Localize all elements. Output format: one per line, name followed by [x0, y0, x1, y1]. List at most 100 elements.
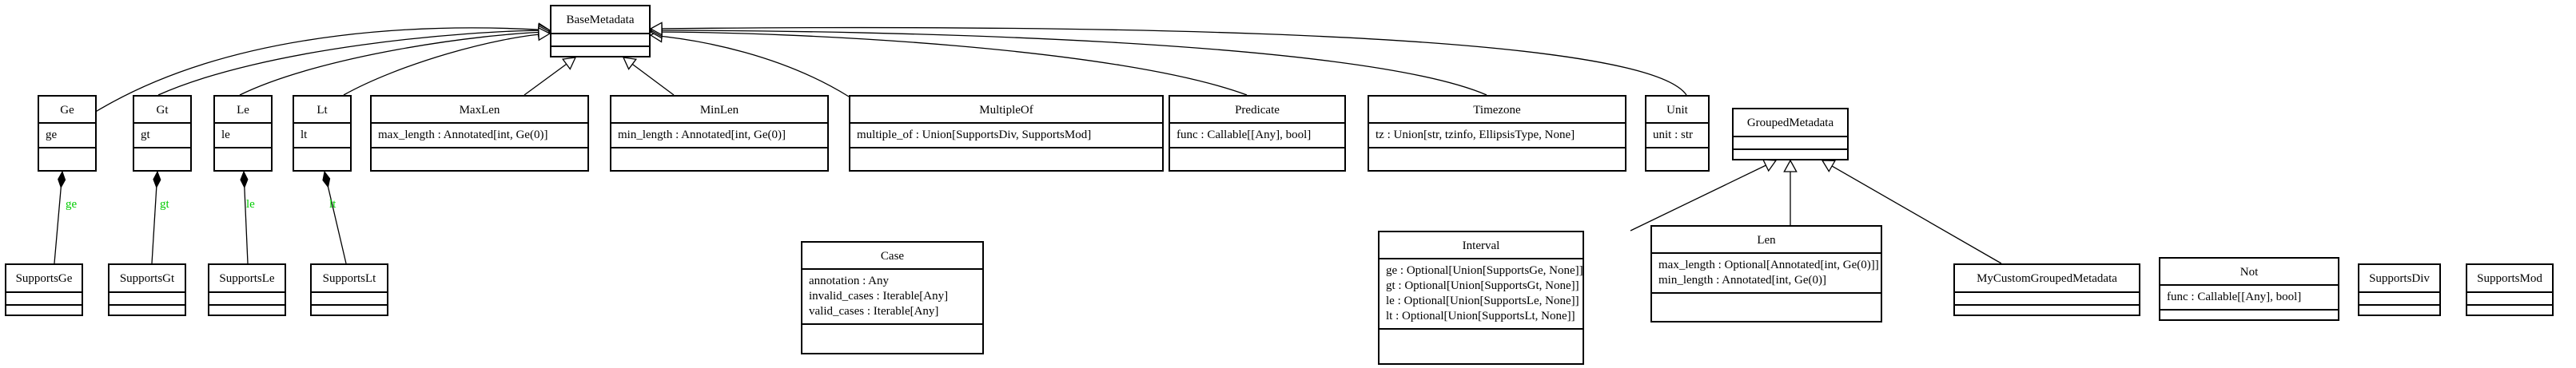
class-attributes — [2359, 291, 2439, 304]
class-attributes: gt — [134, 122, 190, 147]
class-methods — [551, 46, 649, 56]
attribute: multiple_of : Union[SupportsDiv, Support… — [857, 129, 1092, 141]
composition-label: le — [246, 198, 255, 211]
class-supportsle: SupportsLe — [208, 263, 286, 316]
composition-diamond-supportsgt — [153, 170, 161, 189]
class-attributes — [6, 291, 82, 304]
attribute: le : Optional[Union[SupportsLe, None]] — [1386, 295, 1579, 307]
attribute: lt : Optional[Union[SupportsLt, None]] — [1386, 310, 1575, 322]
class-name: SupportsGe — [15, 272, 73, 285]
class-attributes: min_length : Annotated[int, Ge(0)] — [611, 122, 827, 147]
class-supportsge: SupportsGe — [5, 263, 83, 316]
attribute: func : Callable[[Any], bool] — [2167, 291, 2302, 303]
attribute: valid_cases : Iterable[Any] — [809, 305, 939, 318]
attribute: gt : Optional[Union[SupportsGt, None]] — [1386, 279, 1579, 292]
class-basemetadata: BaseMetadata — [550, 5, 651, 57]
class-attributes: le — [215, 122, 271, 147]
class-name: Gt — [156, 104, 169, 117]
attribute: max_length : Annotated[int, Ge(0)] — [378, 129, 548, 141]
inheritance-arrowhead-maxlen — [561, 57, 577, 70]
class-methods — [372, 147, 587, 170]
class-name: Unit — [1666, 104, 1688, 117]
class-supportsgt: SupportsGt — [108, 263, 186, 316]
class-attributes: max_length : Optional[Annotated[int, Ge(… — [1652, 252, 1881, 292]
class-methods — [1380, 328, 1583, 363]
class-methods — [215, 147, 271, 170]
class-methods — [1734, 148, 1847, 159]
class-methods — [2160, 309, 2338, 330]
class-attributes: func : Callable[[Any], bool] — [2160, 284, 2338, 309]
class-multipleof: MultipleOf multiple_of : Union[SupportsDi… — [849, 95, 1164, 172]
class-attributes — [551, 33, 649, 46]
attribute: tz : Union[str, tzinfo, EllipsisType, No… — [1376, 129, 1575, 141]
attribute: func : Callable[[Any], bool] — [1177, 129, 1312, 141]
inheritance-arrowhead-mycustomgroupedmetadata — [1821, 160, 1837, 172]
inheritance-edge-lt — [343, 33, 551, 96]
class-supportsdiv: SupportsDiv — [2358, 263, 2441, 316]
composition-diamond-supportsge — [58, 170, 66, 189]
class-name: MyCustomGroupedMetadata — [1977, 272, 2117, 285]
class-attributes — [209, 291, 285, 304]
attribute: lt — [301, 129, 308, 141]
class-methods — [134, 147, 190, 170]
class-attributes — [109, 291, 185, 304]
composition-label: gt — [160, 198, 170, 211]
inheritance-edge-timezone — [650, 30, 1487, 96]
class-methods — [2467, 304, 2552, 315]
class-supportsmod: SupportsMod — [2466, 263, 2554, 316]
class-methods — [1369, 147, 1625, 170]
attribute: max_length : Optional[Annotated[int, Ge(… — [1658, 259, 1879, 271]
class-name: Len — [1757, 234, 1776, 247]
class-name: SupportsDiv — [2369, 272, 2430, 285]
class-methods — [39, 147, 95, 170]
class-methods — [1646, 147, 1708, 170]
attribute: annotation : Any — [809, 275, 889, 287]
inheritance-edge-multipleof — [650, 34, 850, 97]
class-name: MaxLen — [459, 104, 500, 117]
class-groupedmetadata: GroupedMetadata — [1732, 108, 1849, 160]
class-attributes — [2467, 291, 2552, 304]
inheritance-arrowhead-lt — [538, 26, 551, 42]
class-name: Interval — [1462, 239, 1500, 252]
class-len: Len max_length : Optional[Annotated[int, … — [1650, 225, 1882, 322]
class-maxlen: MaxLen max_length : Annotated[int, Ge(0)] — [370, 95, 589, 172]
attribute: le — [221, 129, 230, 141]
class-methods — [802, 323, 982, 353]
class-methods — [294, 147, 350, 170]
class-attributes: ge — [39, 122, 95, 147]
inheritance-edge-le — [239, 31, 551, 96]
class-name: MultipleOf — [979, 104, 1033, 117]
class-attributes: max_length : Annotated[int, Ge(0)] — [372, 122, 587, 147]
class-name: Predicate — [1235, 104, 1280, 117]
class-methods — [2359, 304, 2439, 315]
class-attributes — [1734, 136, 1847, 148]
class-methods — [1955, 304, 2139, 315]
class-name: Case — [880, 250, 905, 263]
inheritance-edge-ge — [94, 27, 551, 113]
inheritance-edge-gt — [157, 30, 551, 96]
composition-diamond-supportsle — [240, 170, 249, 189]
class-name: SupportsGt — [119, 272, 175, 285]
class-attributes: func : Callable[[Any], bool] — [1170, 122, 1344, 147]
attribute: ge — [46, 129, 58, 141]
class-methods — [6, 304, 82, 315]
class-name: SupportsLt — [322, 272, 376, 285]
class-methods — [1652, 292, 1881, 321]
class-predicate: Predicate func : Callable[[Any], bool] — [1169, 95, 1346, 172]
class-attributes — [312, 291, 387, 304]
class-methods — [312, 304, 387, 315]
class-gt: Gt gt — [133, 95, 192, 172]
class-name: Lt — [317, 104, 328, 117]
class-name: SupportsLe — [219, 272, 275, 285]
